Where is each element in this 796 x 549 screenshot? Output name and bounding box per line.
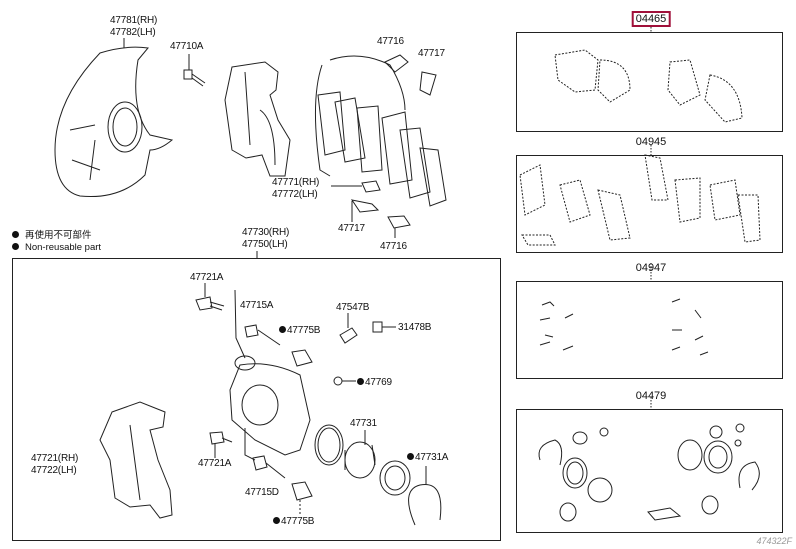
part-label-31478b[interactable]: 31478B: [398, 322, 432, 333]
bullet-icon: [12, 231, 19, 238]
pads-drawing: [314, 54, 447, 229]
part-label-47716-top[interactable]: 47716: [377, 36, 404, 47]
bolt-drawing: [183, 69, 206, 87]
part-label-47717-bottom[interactable]: 47717: [338, 223, 365, 234]
part-label-47775b-top[interactable]: 47775B: [279, 325, 320, 336]
part-label-47771[interactable]: 47771(RH): [272, 177, 320, 188]
legend-en: Non-reusable part: [12, 242, 101, 253]
dust-cover-drawing: [54, 46, 174, 198]
part-label-47710a[interactable]: 47710A: [170, 41, 204, 52]
kit-box-04945: [516, 155, 783, 253]
part-label-47547b[interactable]: 47547B: [336, 302, 370, 313]
part-label-47715d[interactable]: 47715D: [245, 487, 279, 498]
kit-box-04465: [516, 32, 783, 132]
part-label-47772[interactable]: 47772(LH): [272, 189, 318, 200]
part-label-47715a[interactable]: 47715A: [240, 300, 274, 311]
part-label-47730[interactable]: 47730(RH): [242, 227, 290, 238]
kit-label-04479[interactable]: 04479: [635, 390, 667, 402]
part-label-47721a-top[interactable]: 47721A: [190, 272, 224, 283]
part-label-47716-bottom[interactable]: 47716: [380, 241, 407, 252]
part-label-47782[interactable]: 47782(LH): [110, 27, 156, 38]
kit-box-04479: [516, 409, 783, 533]
kit-label-04465[interactable]: 04465: [631, 11, 671, 27]
part-label-47722[interactable]: 47722(LH): [31, 465, 77, 476]
part-label-47769[interactable]: 47769: [357, 377, 392, 388]
kit-label-04947[interactable]: 04947: [635, 262, 667, 274]
mounting-bracket-drawing: [99, 401, 173, 519]
legend-cn-text: 再使用不可部件: [25, 230, 92, 241]
part-label-47750[interactable]: 47750(LH): [242, 239, 288, 250]
legend-cn: 再使用不可部件: [12, 227, 92, 241]
caliper-assembly-box: [12, 258, 501, 541]
part-label-47781[interactable]: 47781(RH): [110, 15, 158, 26]
bullet-icon: [12, 243, 19, 250]
part-label-47721[interactable]: 47721(RH): [31, 453, 79, 464]
part-label-47731a[interactable]: 47731A: [407, 452, 448, 463]
diagram-id-watermark: 474322F: [756, 536, 792, 546]
kit-box-04947: [516, 281, 783, 379]
part-label-47717-top[interactable]: 47717: [418, 48, 445, 59]
kit-label-04945[interactable]: 04945: [635, 136, 667, 148]
part-label-47775b-bottom[interactable]: 47775B: [273, 516, 314, 527]
legend-en-text: Non-reusable part: [25, 242, 102, 253]
torque-plate-drawing: [224, 61, 291, 177]
part-label-47731[interactable]: 47731: [350, 418, 377, 429]
caliper-body-drawing: [229, 289, 311, 461]
part-label-47721a-bottom[interactable]: 47721A: [198, 458, 232, 469]
